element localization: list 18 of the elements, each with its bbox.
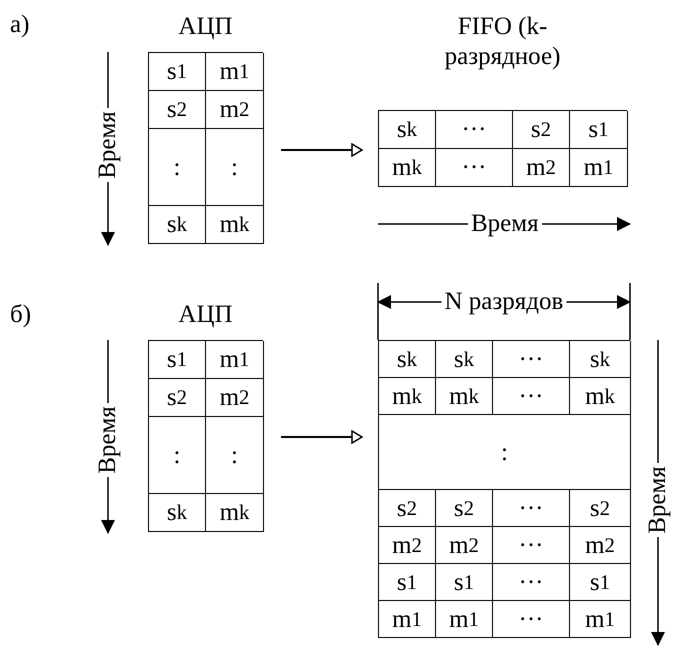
table-cell: ··· xyxy=(436,149,513,187)
block-arrow xyxy=(281,143,363,157)
table-cell: ··· xyxy=(493,490,570,527)
table-cell: : xyxy=(149,417,206,494)
table-cell: : xyxy=(379,415,631,490)
table-cell: : xyxy=(206,129,264,206)
table-cell: : xyxy=(206,417,264,494)
block-arrow xyxy=(281,430,363,444)
table-cell: ··· xyxy=(493,601,570,638)
table-cell: ··· xyxy=(493,564,570,601)
table-cell: ··· xyxy=(493,341,570,378)
table-cell: ··· xyxy=(436,111,513,149)
table-cell: ··· xyxy=(493,378,570,415)
table-heading: FIFO (k-разрядное) xyxy=(444,12,562,72)
table-cell: : xyxy=(149,129,206,206)
table-heading: АЦП xyxy=(177,12,234,42)
table-cell: ··· xyxy=(493,527,570,564)
table-heading: АЦП xyxy=(177,300,234,330)
